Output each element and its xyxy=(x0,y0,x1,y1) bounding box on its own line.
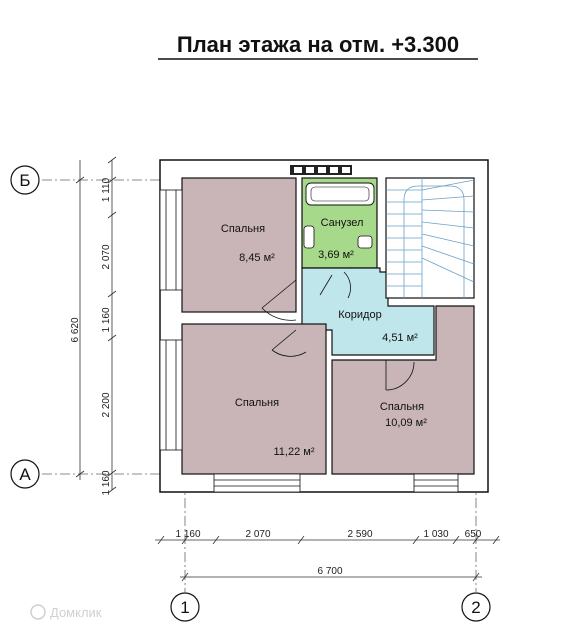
axis-marker-2: 2 xyxy=(461,592,491,622)
room-bedroom-3 xyxy=(331,305,475,475)
axis-marker-a: А xyxy=(10,459,40,489)
room-label-bedroom-2: Спальня xyxy=(235,397,279,409)
dim-bottom-4: 1 030 xyxy=(423,529,448,540)
room-area-bedroom-1: 8,45 м² xyxy=(239,252,275,264)
watermark-text: Домклик xyxy=(50,605,102,620)
windows xyxy=(159,189,459,493)
room-label-bathroom: Санузел xyxy=(321,217,364,229)
dim-bottom-3: 2 590 xyxy=(347,529,372,540)
left-dimension-chain xyxy=(107,156,117,494)
bottom-total-dimension xyxy=(180,572,482,582)
dim-bottom-1: 1 160 xyxy=(175,529,200,540)
staircase xyxy=(385,177,475,299)
watermark-logo-icon xyxy=(30,604,46,620)
axis-label-b: Б xyxy=(19,171,30,190)
axis-label-a: А xyxy=(19,465,31,484)
room-bedroom-1 xyxy=(181,177,297,313)
plan-title: План этажа на отм. +3.300 xyxy=(177,32,459,57)
dim-left-4: 2 200 xyxy=(101,392,112,417)
room-bedroom-2 xyxy=(181,323,327,475)
axis-lines xyxy=(42,179,477,592)
dim-left-3: 1 160 xyxy=(101,307,112,332)
axis-marker-1: 1 xyxy=(170,592,200,622)
bathtub xyxy=(305,182,375,206)
left-total-dimension xyxy=(75,160,85,480)
room-area-bedroom-3: 10,09 м² xyxy=(385,417,427,429)
dim-bottom-2: 2 070 xyxy=(245,529,270,540)
bathroom-fixtures xyxy=(303,225,373,249)
axis-label-2: 2 xyxy=(471,598,480,617)
room-label-bedroom-3: Спальня xyxy=(380,401,424,413)
room-area-bathroom: 3,69 м² xyxy=(318,249,354,261)
dim-bottom-5: 650 xyxy=(465,529,482,540)
axis-label-1: 1 xyxy=(180,598,189,617)
bottom-dimension-chain xyxy=(155,535,500,545)
watermark: Домклик xyxy=(30,604,102,620)
dim-left-1: 1 110 xyxy=(101,177,112,202)
dim-left-5: 1 160 xyxy=(101,470,112,495)
dim-left-total: 6 620 xyxy=(70,317,81,342)
doors xyxy=(261,271,415,391)
room-area-bedroom-2: 11,22 м² xyxy=(274,446,315,458)
axis-marker-b: Б xyxy=(10,165,40,195)
dim-left-2: 2 070 xyxy=(101,244,112,269)
dim-bottom-total: 6 700 xyxy=(317,566,342,577)
room-label-bedroom-1: Спальня xyxy=(221,223,265,235)
ventilation-grille xyxy=(290,165,352,175)
room-area-corridor: 4,51 м² xyxy=(382,332,418,344)
room-label-corridor: Коридор xyxy=(338,309,381,321)
